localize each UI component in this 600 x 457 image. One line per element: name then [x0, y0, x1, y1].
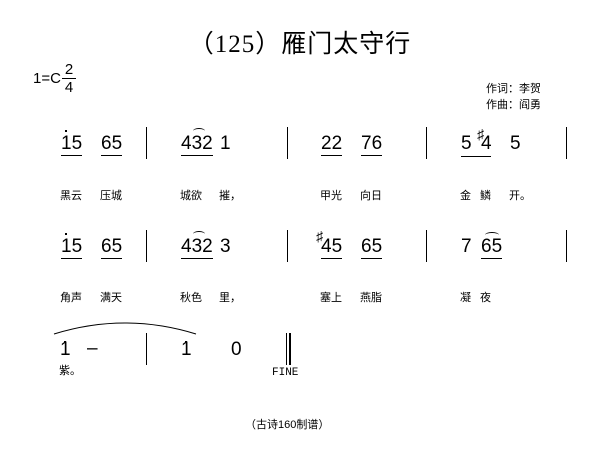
note: 1	[181, 339, 192, 360]
barline	[566, 230, 567, 262]
lyric: 鳞	[480, 190, 491, 202]
high-octave-dot	[65, 233, 67, 235]
lyric: 塞上	[320, 292, 342, 304]
note-group	[461, 134, 491, 157]
rest: 0	[231, 339, 242, 360]
barline	[287, 127, 288, 159]
lyric: 秋色	[180, 292, 202, 304]
lyric: 摧，	[219, 190, 241, 202]
tie-arc	[193, 231, 205, 237]
note-group: 65	[361, 236, 383, 259]
time-signature: 2 4	[62, 62, 76, 95]
lyric: 甲光	[320, 190, 342, 202]
time-numerator: 2	[64, 61, 74, 78]
score-title: （125）雁门太守行	[188, 31, 412, 58]
note-group: 76	[361, 133, 383, 156]
note-group: 15	[61, 236, 83, 259]
tie-arc	[53, 322, 197, 335]
note-group: 15	[61, 133, 83, 156]
tie-arc	[485, 232, 499, 238]
sixteenth-beam	[192, 258, 212, 259]
note-group: 65	[101, 133, 123, 156]
sixteenth-beam	[192, 155, 212, 156]
barline	[146, 127, 147, 159]
lyric: 开。	[509, 190, 531, 202]
composer-credit: 作曲：阎勇	[486, 99, 541, 111]
lyricist-credit: 作词：李贺	[486, 83, 541, 95]
high-octave-dot	[65, 130, 67, 132]
note-group: 22	[321, 133, 343, 156]
barline	[146, 333, 147, 365]
note: 1	[60, 339, 71, 360]
high-octave-dot	[64, 341, 66, 343]
lyric: 满天	[100, 292, 122, 304]
note-group: 432	[181, 236, 213, 259]
lyric: 夜	[480, 292, 491, 304]
barline	[566, 127, 567, 159]
time-denominator: 4	[64, 79, 74, 96]
footer-note: （古诗160制谱）	[245, 419, 330, 431]
lyric: 向日	[360, 190, 382, 202]
lyric: 燕脂	[360, 292, 382, 304]
note-group: 65	[481, 236, 503, 259]
lyric: 角声	[60, 292, 82, 304]
high-octave-dot	[185, 341, 187, 343]
note-group: 45	[321, 236, 343, 259]
lyric: 里，	[219, 292, 241, 304]
barline	[287, 230, 288, 262]
fine-marker: FINE	[272, 367, 299, 379]
lyric: 黑云	[60, 190, 82, 202]
extension-dash: –	[87, 338, 98, 359]
note-group: 432	[181, 133, 213, 156]
note: 4	[481, 133, 492, 154]
barline	[426, 230, 427, 262]
tie-arc	[193, 128, 205, 134]
note-group: 65	[101, 236, 123, 259]
note: 5	[510, 133, 521, 154]
sharp-icon: ♯	[477, 126, 484, 142]
key-signature: 1=C	[33, 70, 61, 87]
note: 3	[220, 236, 231, 257]
lyric: 紫。	[59, 365, 81, 377]
lyric: 凝	[460, 292, 471, 304]
note: 7	[461, 236, 472, 257]
final-barline-thin	[286, 333, 287, 365]
note: 5	[461, 133, 472, 154]
final-barline-thick	[289, 333, 291, 365]
note: 1	[220, 133, 231, 154]
barline	[146, 230, 147, 262]
lyric: 压城	[100, 190, 122, 202]
fraction-line	[62, 78, 76, 79]
lyric: 金	[460, 190, 471, 202]
sharp-icon: ♯	[316, 228, 323, 244]
barline	[426, 127, 427, 159]
lyric: 城欲	[180, 190, 202, 202]
